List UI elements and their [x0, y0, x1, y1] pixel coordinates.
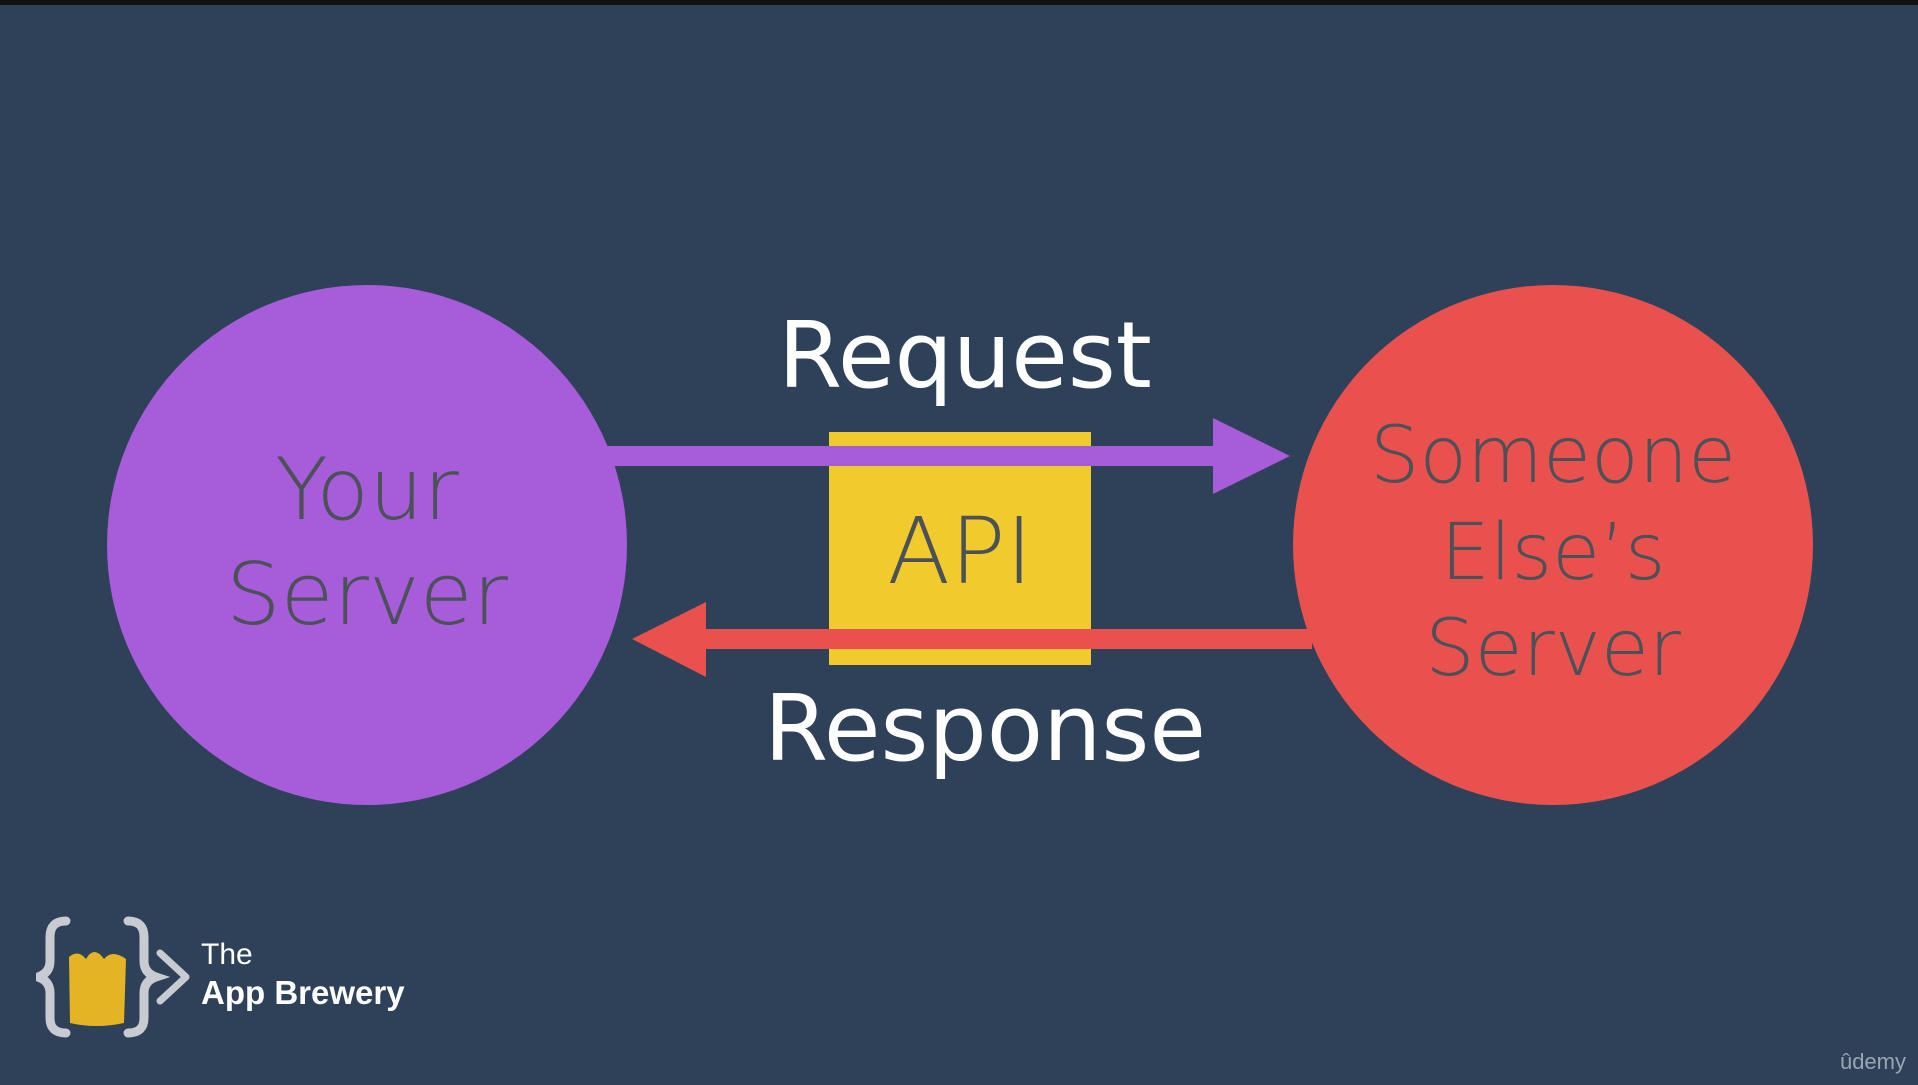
someone-elses-server-node [1293, 285, 1813, 805]
brewery-logo-icon [36, 916, 190, 1038]
app-brewery-logo: The App Brewery [36, 915, 436, 1040]
request-label: Request [778, 302, 1152, 409]
udemy-watermark: ûdemy [1839, 1049, 1906, 1074]
logo-text-app-brewery: App Brewery [201, 974, 405, 1011]
your-server-node [107, 285, 627, 805]
api-label: API [887, 498, 1033, 605]
response-label: Response [764, 675, 1206, 782]
top-border [0, 0, 1918, 5]
response-arrow [632, 602, 1312, 677]
your-server-label: Your Server [225, 440, 509, 645]
api-node [829, 432, 1091, 665]
request-arrow [605, 418, 1290, 494]
logo-text-the: The [201, 938, 253, 971]
someone-elses-server-label: Someone Else’s Server [1369, 411, 1737, 695]
